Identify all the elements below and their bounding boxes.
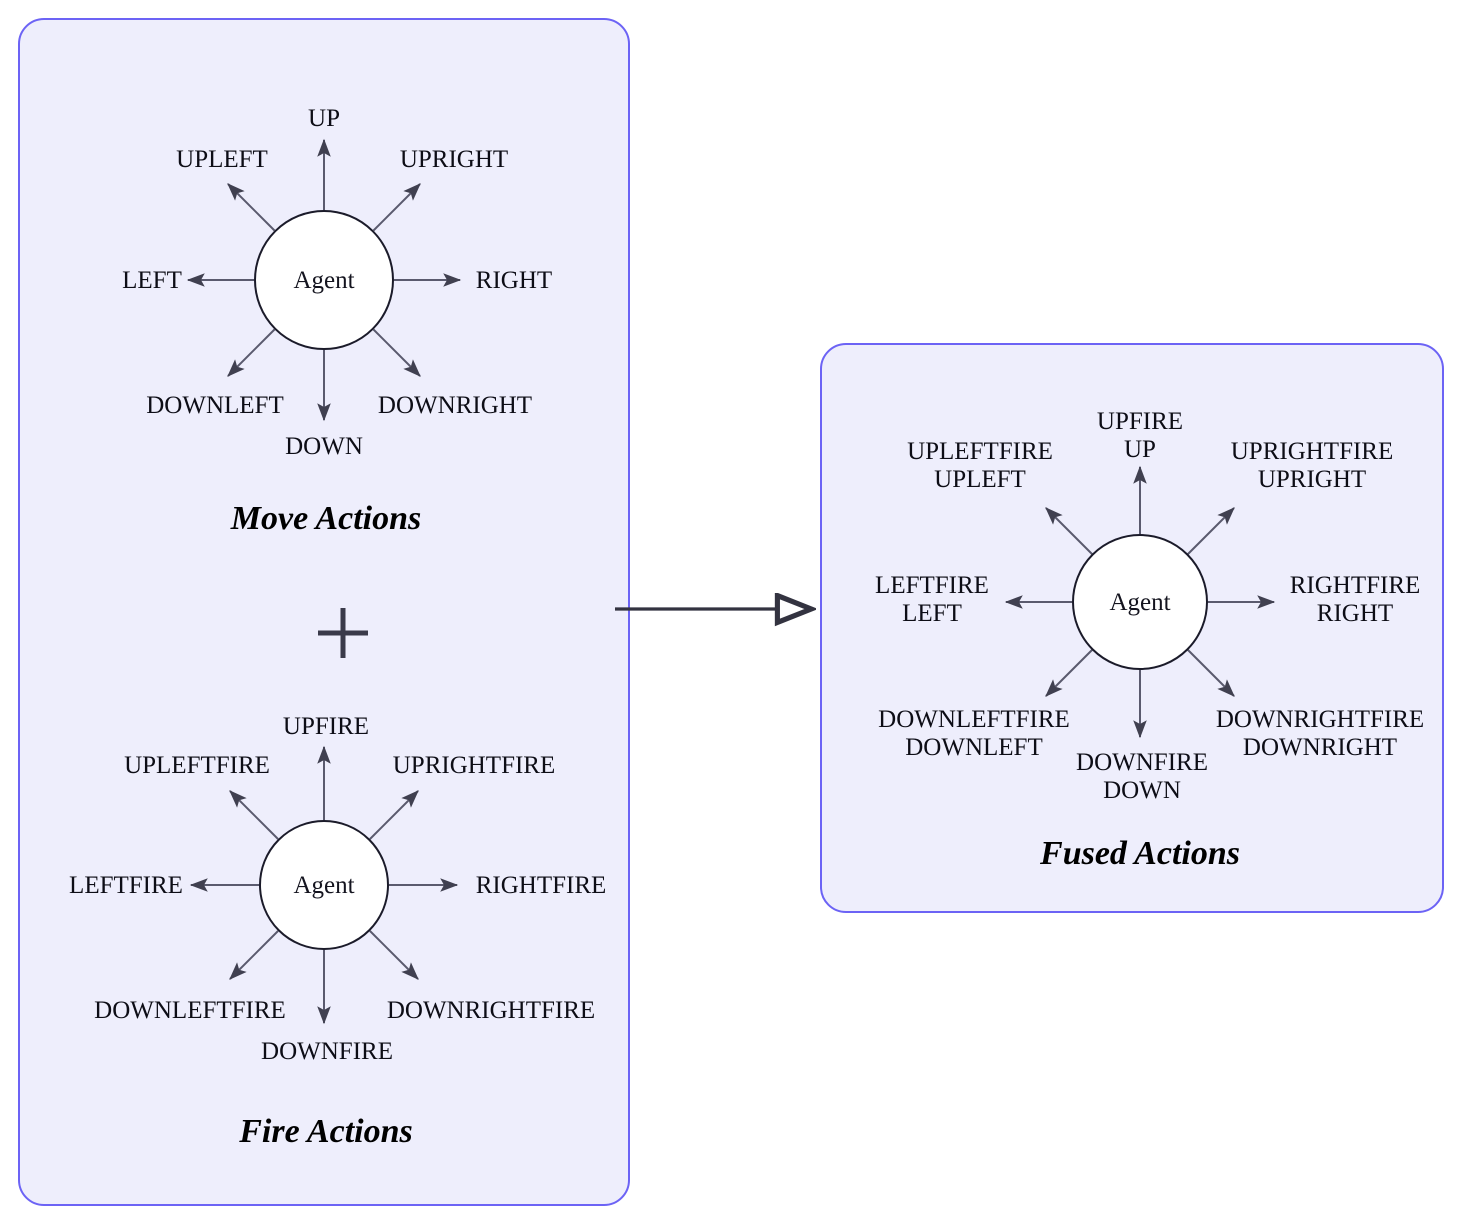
caption-fused-actions: Fused Actions [1040, 835, 1240, 872]
fused-label-right: RIGHTFIRE RIGHT [1289, 572, 1421, 627]
fire-label-down: DOWNFIRE [261, 1038, 393, 1065]
fused-label-downleft: DOWNLEFTFIRE DOWNLEFT [878, 706, 1070, 761]
move-label-downright: DOWNRIGHT [377, 392, 533, 419]
move-label-upright: UPRIGHT [399, 146, 509, 173]
agent-node-fire: Agent [259, 820, 389, 950]
caption-move-actions: Move Actions [230, 500, 422, 537]
fire-label-left: LEFTFIRE [69, 872, 183, 899]
caption-fire-actions: Fire Actions [239, 1113, 413, 1150]
move-label-up: UP [308, 105, 340, 132]
move-label-left: LEFT [122, 267, 182, 294]
fire-label-downleft: DOWNLEFTFIRE [94, 997, 286, 1024]
move-label-downleft: DOWNLEFT [146, 392, 284, 419]
agent-node-move: Agent [254, 210, 394, 350]
fused-label-upleft: UPLEFTFIRE UPLEFT [907, 438, 1053, 493]
move-label-right: RIGHT [475, 267, 553, 294]
agent-node-fused: Agent [1072, 534, 1208, 670]
panel-fused: Agent UPFIRE UP UPRIGHTFIRE UPRIGHT RIGH… [820, 343, 1444, 913]
fire-label-upright: UPRIGHTFIRE [392, 752, 556, 779]
panel-move-and-fire: Agent UP UPRIGHT RIGHT DOWNRIGHT DOWN DO… [18, 18, 630, 1206]
fire-label-upleft: UPLEFTFIRE [124, 752, 270, 779]
agent-label-fused: Agent [1109, 588, 1171, 616]
fused-label-downright: DOWNRIGHTFIRE DOWNRIGHT [1215, 706, 1425, 761]
fire-label-up: UPFIRE [282, 713, 370, 740]
fire-label-right: RIGHTFIRE [475, 872, 607, 899]
agent-label-move: Agent [293, 266, 355, 294]
fire-label-downright: DOWNRIGHTFIRE [386, 997, 596, 1024]
plus-operator [315, 605, 371, 661]
move-label-upleft: UPLEFT [176, 146, 268, 173]
fused-label-down: DOWNFIRE DOWN [1076, 749, 1208, 804]
fused-label-up: UPFIRE UP [1096, 408, 1184, 463]
fused-label-left: LEFTFIRE LEFT [875, 572, 989, 627]
move-label-down: DOWN [285, 433, 363, 460]
fusion-connector-arrow [615, 585, 830, 637]
fused-label-upright: UPRIGHTFIRE UPRIGHT [1230, 438, 1394, 493]
agent-label-fire: Agent [293, 871, 355, 899]
